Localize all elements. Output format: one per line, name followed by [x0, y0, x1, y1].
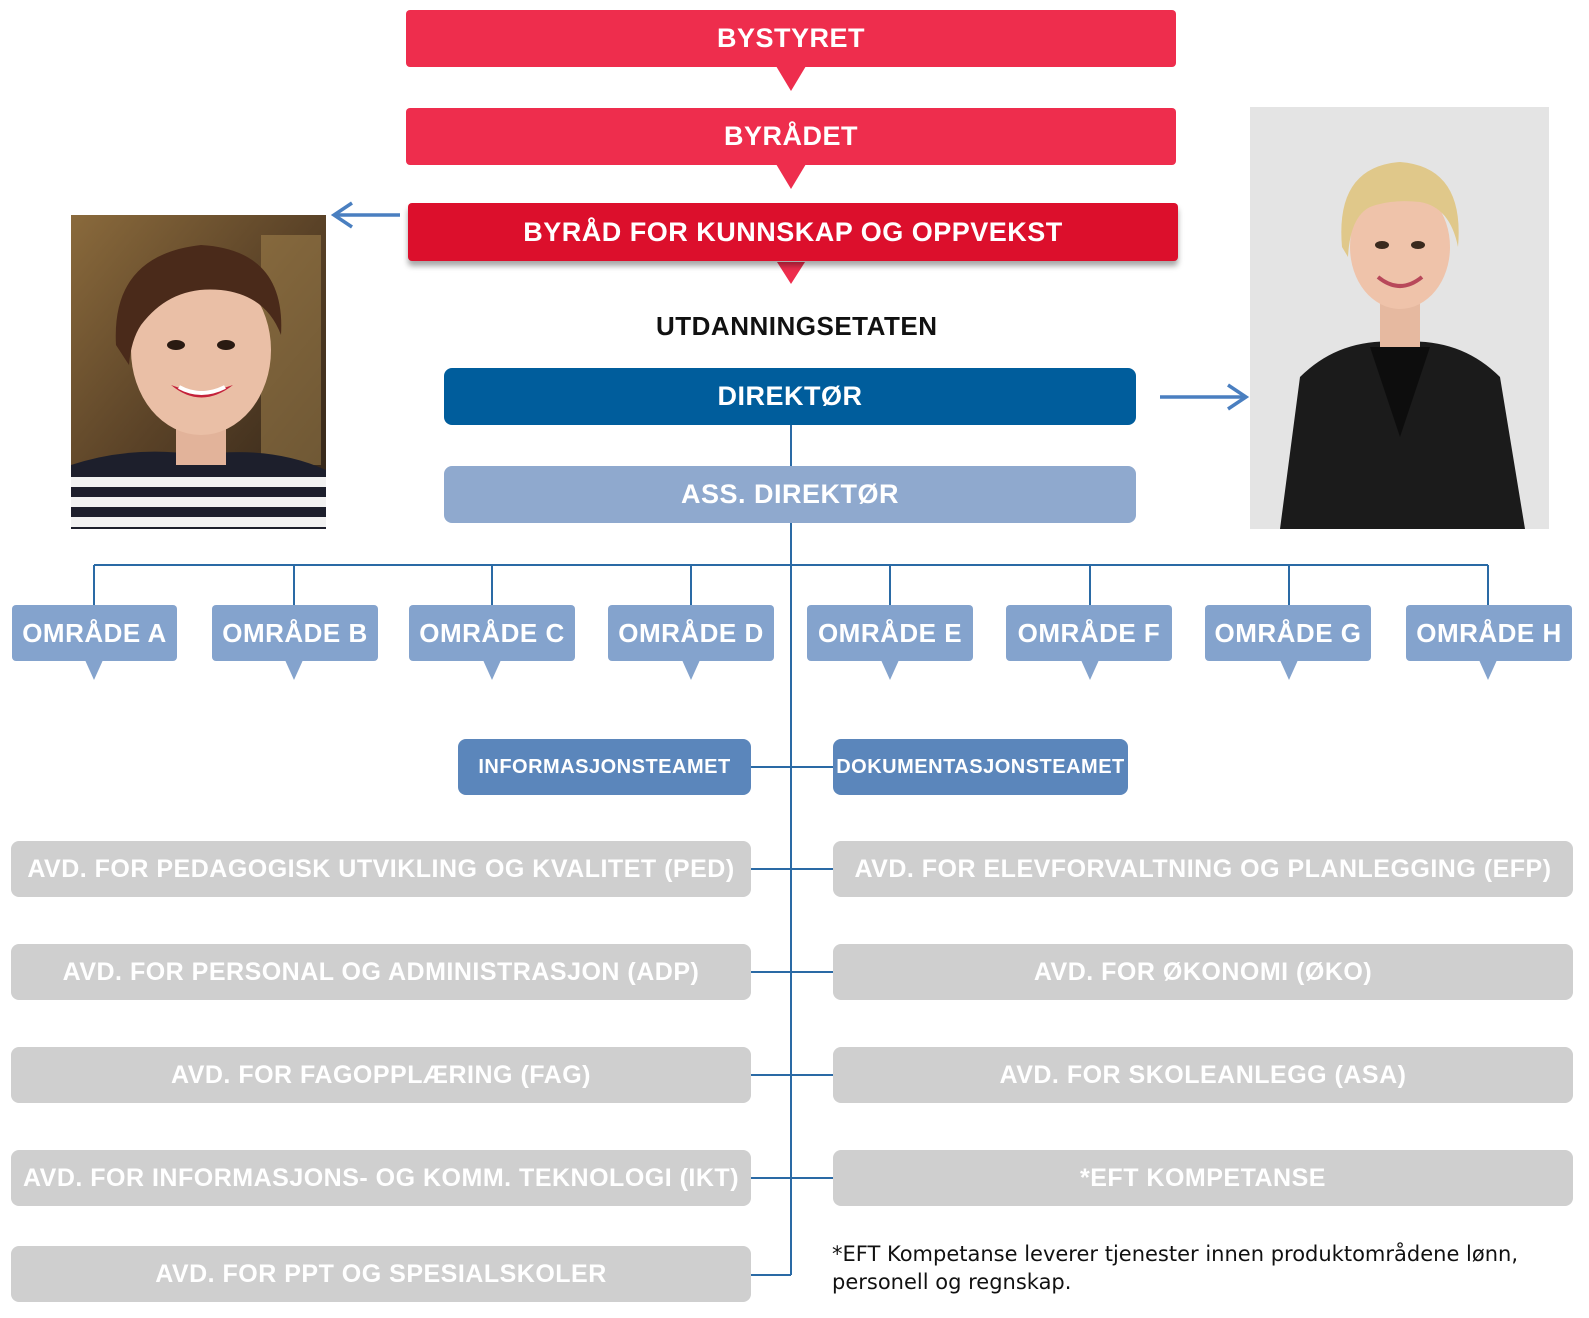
- box-area-d: OMRÅDE D: [608, 605, 774, 661]
- portrait-photo-right: [1250, 107, 1549, 529]
- box-dept-ikt: AVD. FOR INFORMASJONS- OG KOMM. TEKNOLOG…: [11, 1150, 751, 1206]
- box-byradet: BYRÅDET: [406, 108, 1176, 165]
- pointer-byrad-kunnskap: [777, 262, 805, 284]
- box-dept-adp: AVD. FOR PERSONAL OG ADMINISTRASJON (ADP…: [11, 944, 751, 1000]
- box-area-b: OMRÅDE B: [212, 605, 378, 661]
- box-area-g: OMRÅDE G: [1205, 605, 1371, 661]
- arrow-left-icon: [330, 201, 400, 229]
- box-bystyret: BYSTYRET: [406, 10, 1176, 67]
- arrow-right-icon: [1160, 383, 1250, 411]
- box-dept-ped: AVD. FOR PEDAGOGISK UTVIKLING OG KVALITE…: [11, 841, 751, 897]
- box-area-f: OMRÅDE F: [1006, 605, 1172, 661]
- box-eft-kompetanse: *EFT KOMPETANSE: [833, 1150, 1573, 1206]
- box-dept-fag: AVD. FOR FAGOPPLÆRING (FAG): [11, 1047, 751, 1103]
- box-documentation-team: DOKUMENTASJONSTEAMET: [833, 739, 1128, 795]
- pointer-bystyret: [776, 66, 806, 91]
- agency-title: UTDANNINGSETATEN: [656, 311, 938, 341]
- pointer-byradet: [776, 164, 806, 189]
- box-area-e: OMRÅDE E: [807, 605, 973, 661]
- box-dept-oko: AVD. FOR ØKONOMI (ØKO): [833, 944, 1573, 1000]
- box-area-h: OMRÅDE H: [1406, 605, 1572, 661]
- footnote-line-2: personell og regnskap.: [832, 1270, 1072, 1294]
- footnote: *EFT Kompetanse leverer tjenester innen …: [832, 1240, 1518, 1296]
- box-area-a: OMRÅDE A: [12, 605, 177, 661]
- box-byrad-kunnskap-oppvekst: BYRÅD FOR KUNNSKAP OG OPPVEKST: [408, 203, 1178, 261]
- box-assistant-director: ASS. DIREKTØR: [444, 466, 1136, 523]
- box-dept-efp: AVD. FOR ELEVFORVALTNING OG PLANLEGGING …: [833, 841, 1573, 897]
- footnote-line-1: *EFT Kompetanse leverer tjenester innen …: [832, 1242, 1519, 1266]
- box-dept-asa: AVD. FOR SKOLEANLEGG (ASA): [833, 1047, 1573, 1103]
- box-information-team: INFORMASJONSTEAMET: [458, 739, 751, 795]
- portrait-photo-left: [71, 215, 326, 529]
- box-dept-ppt: AVD. FOR PPT OG SPESIALSKOLER: [11, 1246, 751, 1302]
- box-director: DIREKTØR: [444, 368, 1136, 425]
- box-area-c: OMRÅDE C: [409, 605, 575, 661]
